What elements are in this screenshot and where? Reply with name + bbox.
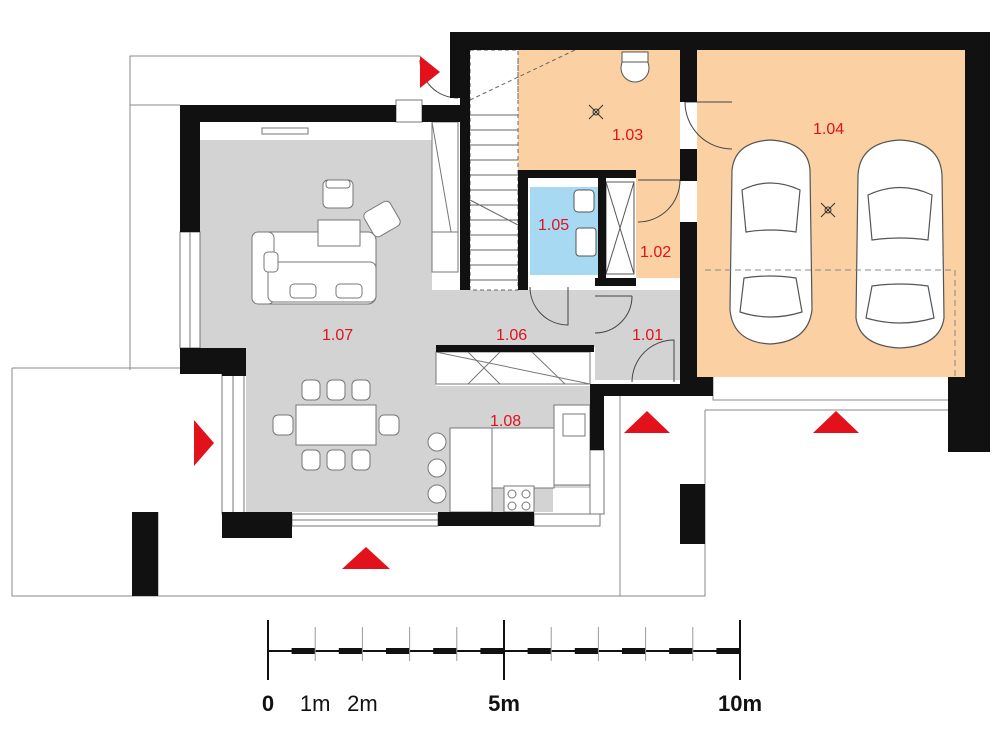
scale-bar-labels: 0 1m 2m 5m 10m — [262, 691, 762, 716]
room-label-1.01: 1.01 — [632, 327, 663, 344]
scale-bar: 0 1m 2m 5m 10m — [262, 620, 762, 716]
room-label-1.04: 1.04 — [813, 121, 844, 138]
entrance-arrow-garage — [813, 411, 859, 433]
entrance-arrow-entrance — [624, 411, 670, 433]
kitchen — [427, 351, 591, 513]
scale-bar-label: 5m — [488, 691, 520, 716]
room-label-1.02: 1.02 — [640, 244, 671, 261]
light-fixture-icons — [588, 104, 836, 218]
room-floor-1.02 — [636, 178, 680, 278]
scale-bar-label: 10m — [718, 691, 762, 716]
coffee-table — [317, 219, 361, 247]
windows — [179, 99, 605, 527]
entrance-arrow-terrace-south — [342, 547, 390, 569]
tall-cabinets — [431, 121, 459, 273]
car-right — [855, 139, 945, 349]
walls — [132, 32, 990, 596]
scale-bar-label: 2m — [347, 691, 378, 716]
entrance-arrows — [194, 56, 859, 569]
scale-bar-ticks — [267, 620, 741, 680]
room-label-1.08: 1.08 — [490, 413, 521, 430]
room-labels: 1.07 1.06 1.01 1.08 1.05 1.02 1.03 1.04 — [322, 121, 844, 430]
armchair — [322, 179, 401, 238]
entrance-arrow-stair-exit — [420, 56, 440, 88]
room-label-1.06: 1.06 — [496, 327, 527, 344]
entrance-arrow-garden-west — [194, 420, 214, 466]
room-label-1.05: 1.05 — [538, 217, 569, 234]
car-left — [729, 139, 813, 345]
garage-door-outline — [705, 269, 956, 377]
dining-set — [272, 379, 400, 471]
room-floor-1.01 — [595, 290, 680, 380]
room-label-1.03: 1.03 — [612, 127, 643, 144]
scale-bar-label: 1m — [300, 691, 331, 716]
room-label-1.07: 1.07 — [322, 327, 353, 344]
sofa — [251, 231, 377, 305]
staircase — [469, 49, 576, 291]
toilet-fixture — [620, 51, 650, 83]
scale-bar-label: 0 — [262, 691, 274, 716]
